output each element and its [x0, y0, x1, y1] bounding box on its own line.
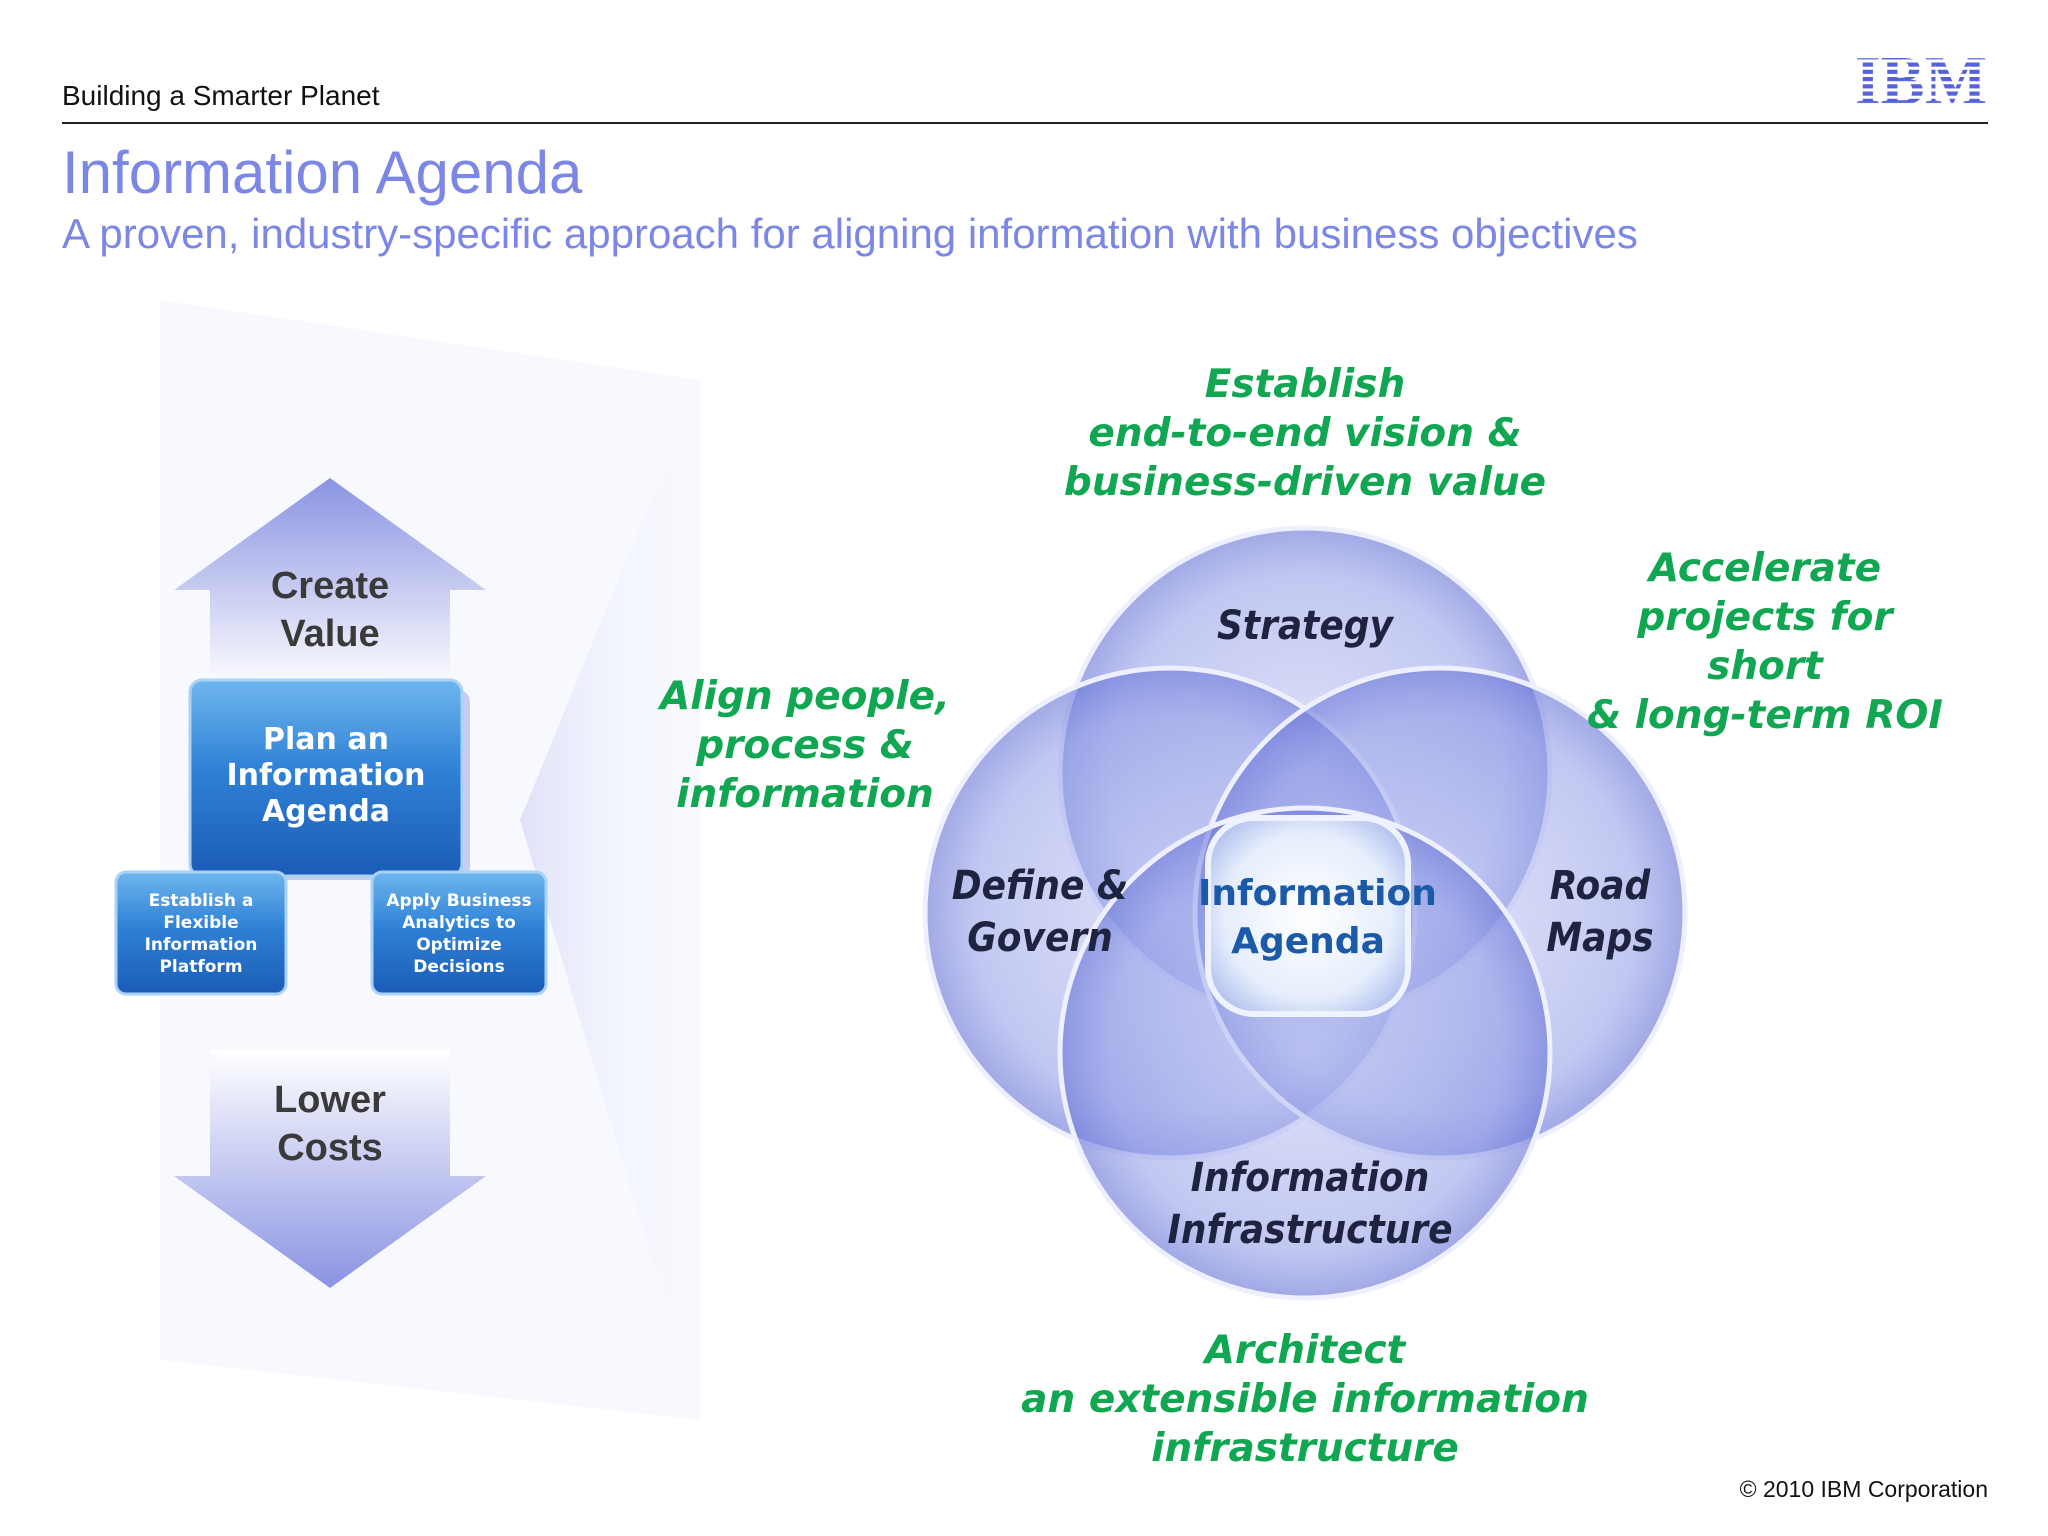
- create-value-arrow: [174, 478, 486, 690]
- page-title: Information Agenda: [62, 139, 583, 206]
- establish-line1: Establish a: [148, 891, 254, 911]
- road-maps-line1: Road: [1549, 863, 1651, 909]
- callout-bottom-line2: an extensible information: [1021, 1377, 1589, 1422]
- venn-label-road-maps: Road Maps: [1500, 860, 1700, 964]
- road-maps-line2: Maps: [1546, 915, 1654, 961]
- page-subtitle: A proven, industry-specific approach for…: [62, 210, 1638, 257]
- callout-top: Establish end-to-end vision & business-d…: [1050, 360, 1560, 507]
- ibm-logo: IBM: [1855, 48, 1987, 106]
- define-line1: Define &: [951, 863, 1129, 909]
- plan-box: [188, 678, 464, 878]
- callout-top-line3: business-driven value: [1063, 460, 1547, 505]
- callout-right-line3: short: [1707, 644, 1823, 689]
- apply-line2: Analytics to: [402, 913, 516, 933]
- callout-bottom-line3: infrastructure: [1151, 1426, 1459, 1471]
- define-line2: Govern: [967, 915, 1113, 961]
- venn-label-center: Information Agenda: [1198, 870, 1437, 966]
- venn-label-define-govern: Define & Govern: [935, 860, 1145, 964]
- establish-line2: Flexible: [163, 913, 239, 933]
- apply-box-label: Apply Business Analytics to Optimize Dec…: [374, 890, 544, 978]
- callout-left-line2: process &: [696, 723, 914, 768]
- infra-line2: Infrastructure: [1167, 1207, 1453, 1253]
- callout-right-line1: Accelerate: [1648, 546, 1882, 591]
- center-line1: Information: [1198, 873, 1437, 914]
- apply-line4: Decisions: [413, 957, 505, 977]
- establish-line4: Platform: [159, 957, 243, 977]
- callout-right-line2: projects for: [1637, 595, 1893, 640]
- infra-line1: Information: [1190, 1155, 1430, 1201]
- venn-label-infrastructure: Information Infrastructure: [1150, 1152, 1470, 1256]
- apply-line1: Apply Business: [386, 891, 532, 911]
- lower-costs-line1: Lower: [274, 1079, 386, 1121]
- copyright: © 2010 IBM Corporation: [1739, 1476, 1988, 1502]
- apply-line3: Optimize: [416, 935, 502, 955]
- create-value-label: Create Value: [230, 562, 430, 658]
- create-value-line2: Value: [280, 613, 380, 655]
- plan-box-line3: Agenda: [261, 794, 391, 829]
- ibm-logo-text: IBM: [1855, 48, 1987, 106]
- lower-costs-arrow: [174, 1050, 486, 1288]
- callout-bottom-line1: Architect: [1204, 1328, 1406, 1373]
- lower-costs-line2: Costs: [277, 1127, 383, 1169]
- center-line2: Agenda: [1231, 921, 1385, 962]
- callout-top-line1: Establish: [1204, 362, 1406, 407]
- lower-costs-label: Lower Costs: [230, 1076, 430, 1172]
- venn-label-strategy: Strategy: [1217, 603, 1393, 649]
- header-label: Building a Smarter Planet: [62, 80, 380, 111]
- header-rule: [62, 122, 1988, 124]
- callout-left-line1: Align people,: [660, 674, 950, 719]
- plan-box-line1: Plan an: [263, 722, 389, 757]
- apply-box: [370, 870, 548, 996]
- callout-left: Align people, process & information: [640, 672, 970, 819]
- callout-right-line4: & long-term ROI: [1587, 693, 1943, 738]
- venn-circle-infrastructure: [1057, 805, 1553, 1301]
- plan-box-label: Plan an Information Agenda: [196, 722, 456, 830]
- venn-center: [1205, 815, 1411, 1017]
- establish-box-label: Establish a Flexible Information Platfor…: [118, 890, 284, 978]
- create-value-line1: Create: [270, 565, 390, 607]
- callout-left-line3: information: [676, 772, 934, 817]
- establish-line3: Information: [144, 935, 258, 955]
- callout-top-line2: end-to-end vision &: [1088, 411, 1522, 456]
- callout-bottom: Architect an extensible information infr…: [1020, 1326, 1590, 1473]
- callout-right: Accelerate projects for short & long-ter…: [1560, 544, 1970, 740]
- plan-box-line2: Information: [226, 758, 426, 793]
- establish-box: [114, 870, 288, 996]
